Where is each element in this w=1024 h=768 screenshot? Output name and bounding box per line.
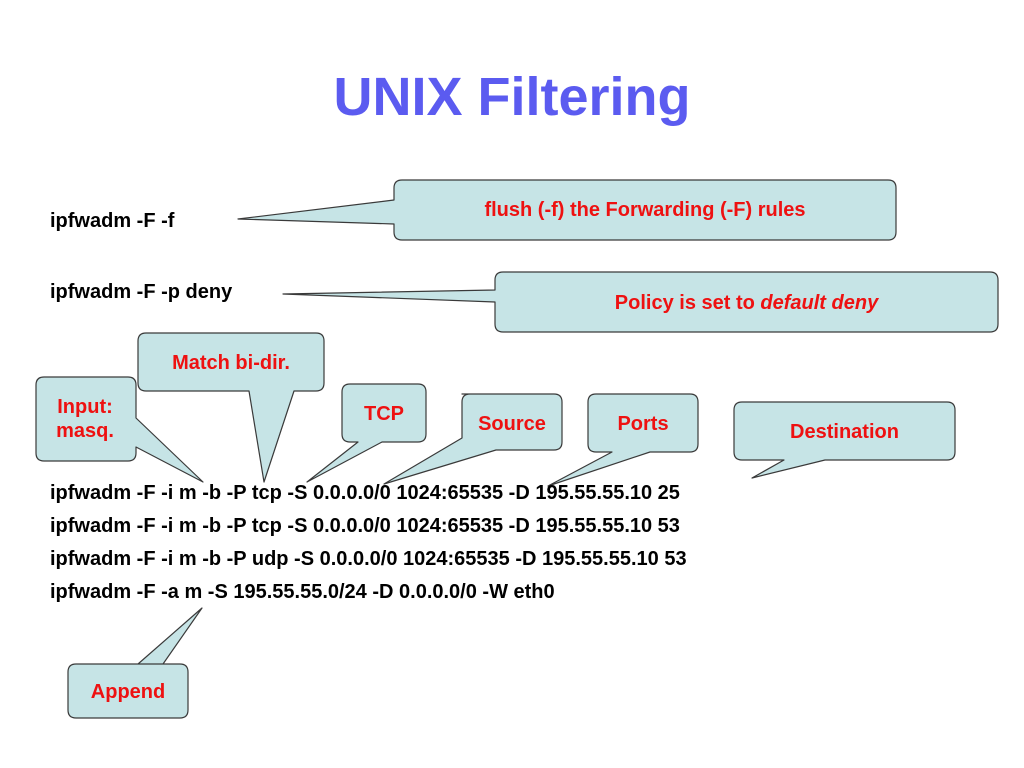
- callout-policy-shape: [282, 271, 999, 333]
- callout-append-shape: [67, 607, 203, 719]
- callout-destination: Destination: [790, 421, 899, 443]
- command-policy: ipfwadm -F -p deny: [50, 281, 233, 303]
- command-rule-1: ipfwadm -F -i m -b -P tcp -S 0.0.0.0/0 1…: [50, 482, 680, 504]
- callout-policy-prefix: Policy is set to: [614, 292, 761, 314]
- callout-flush: flush (-f) the Forwarding (-F) rules: [484, 199, 806, 221]
- callout-source-shape: [383, 393, 563, 485]
- callout-destination-shape: [733, 401, 956, 479]
- command-flush: ipfwadm -F -f: [50, 210, 175, 232]
- callout-tcp: TCP: [364, 403, 404, 425]
- command-rule-4: ipfwadm -F -a m -S 195.55.55.0/24 -D 0.0…: [50, 581, 555, 603]
- callout-match: Match bi-dir.: [172, 352, 290, 374]
- callout-policy: Policy is set to default deny: [495, 291, 998, 315]
- callout-input: Input: masq.: [56, 396, 114, 442]
- callout-policy-emphasis: default deny: [760, 292, 879, 314]
- callout-source: Source: [478, 413, 546, 435]
- slide-title: UNIX Filtering: [333, 67, 691, 127]
- callout-tcp-shape: [306, 383, 427, 483]
- callout-match-shape: [137, 332, 325, 483]
- command-rule-3: ipfwadm -F -i m -b -P udp -S 0.0.0.0/0 1…: [50, 548, 687, 570]
- callout-append: Append: [90, 681, 166, 703]
- callout-ports: Ports: [617, 413, 669, 435]
- callout-input-shape: [35, 376, 204, 483]
- command-rule-2: ipfwadm -F -i m -b -P tcp -S 0.0.0.0/0 1…: [50, 515, 680, 537]
- callout-ports-shape: [547, 393, 699, 487]
- callout-flush-shape: [237, 179, 897, 241]
